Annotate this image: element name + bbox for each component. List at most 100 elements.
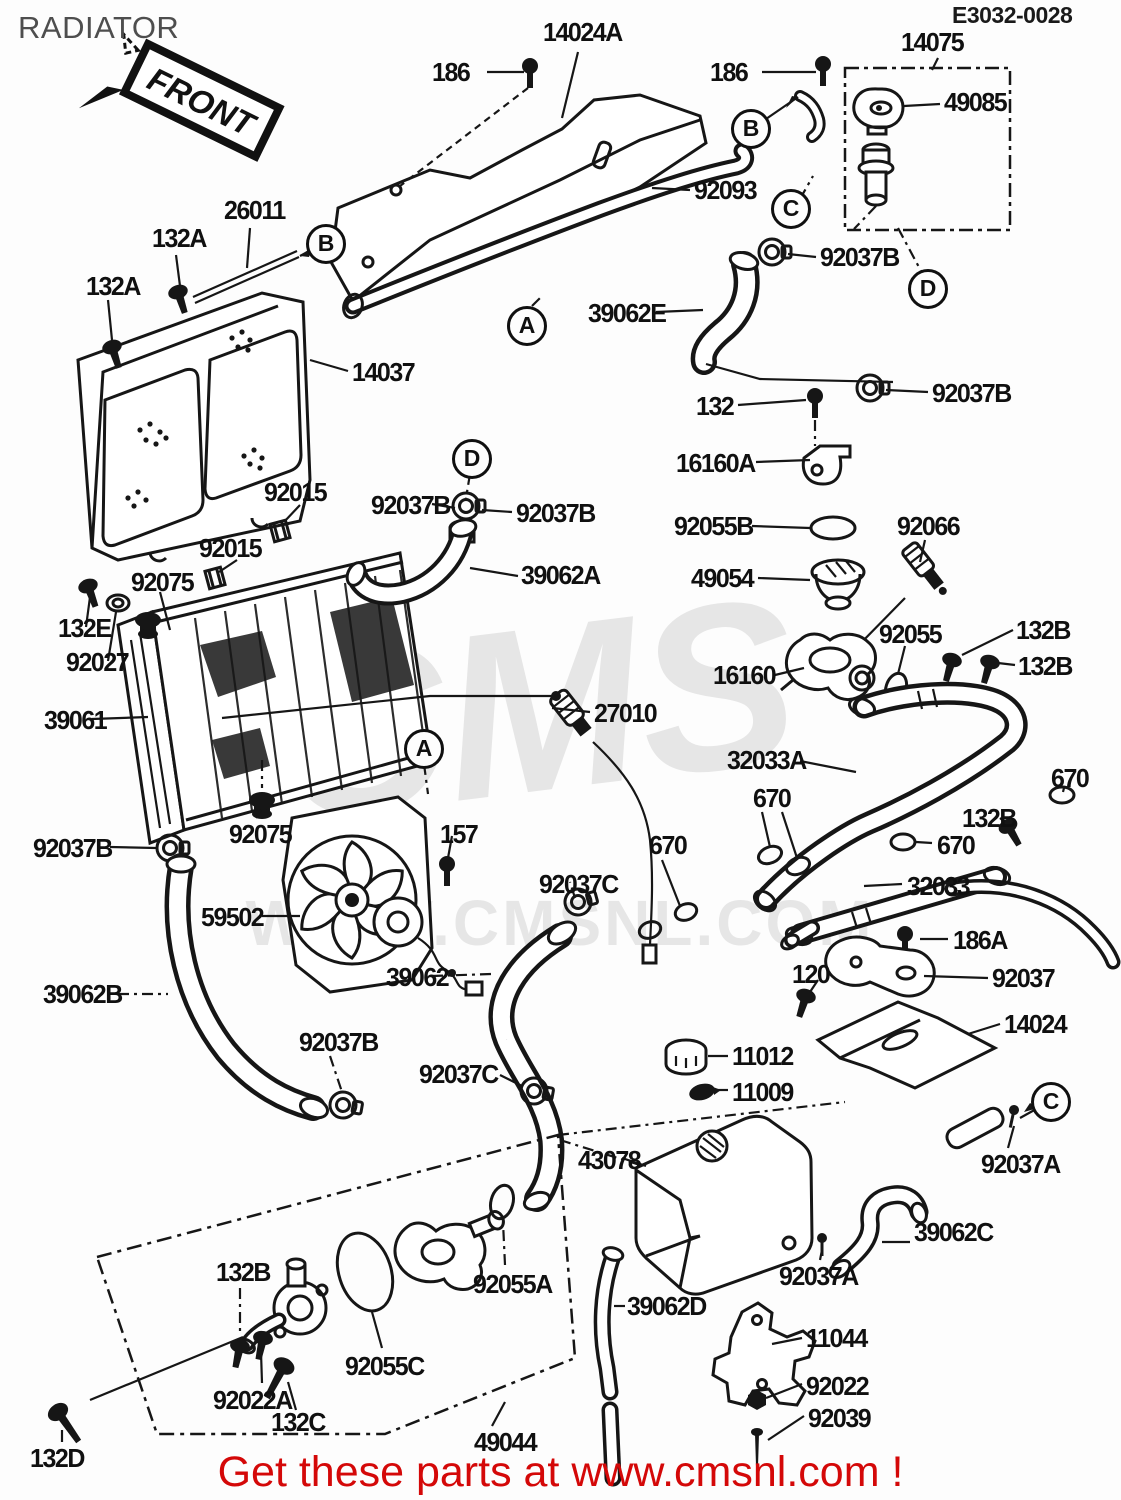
- bracket-plate-14024: [815, 1000, 999, 1090]
- ref-bubble-C: C: [1031, 1082, 1071, 1122]
- part-label-16160A[interactable]: 16160A: [676, 448, 756, 478]
- ref-bubble-D: D: [452, 439, 492, 479]
- part-label-92037B[interactable]: 92037B: [516, 498, 596, 528]
- part-label-92055A[interactable]: 92055A: [473, 1269, 553, 1299]
- part-label-92055C[interactable]: 92055C: [345, 1351, 425, 1381]
- cap-11012: [664, 1038, 708, 1076]
- sensor-92066: [901, 541, 947, 595]
- part-label-92037C[interactable]: 92037C: [539, 869, 619, 899]
- part-label-92066[interactable]: 92066: [897, 511, 961, 541]
- part-label-92015[interactable]: 92015: [264, 477, 328, 507]
- part-label-11044[interactable]: 11044: [806, 1323, 868, 1353]
- part-label-92037B[interactable]: 92037B: [932, 378, 1012, 408]
- part-label-92037B[interactable]: 92037B: [33, 833, 113, 863]
- part-label-92039[interactable]: 92039: [808, 1403, 872, 1433]
- part-label-92037B[interactable]: 92037B: [299, 1027, 379, 1057]
- part-label-59502[interactable]: 59502: [201, 902, 265, 932]
- part-label-132B[interactable]: 132B: [1016, 615, 1071, 645]
- part-label-670[interactable]: 670: [649, 830, 688, 860]
- bracket-11044: [711, 1301, 817, 1407]
- part-label-14024A[interactable]: 14024A: [543, 17, 623, 47]
- part-label-92037C[interactable]: 92037C: [419, 1059, 499, 1089]
- part-label-39062E[interactable]: 39062E: [588, 298, 667, 328]
- part-label-132B[interactable]: 132B: [1018, 651, 1073, 681]
- hose-39062e: [704, 250, 894, 384]
- part-label-14037[interactable]: 14037: [352, 357, 416, 387]
- part-label-120[interactable]: 120: [792, 959, 831, 989]
- water-pump-box-49044: [95, 1100, 846, 1436]
- part-label-92022A[interactable]: 92022A: [213, 1385, 293, 1415]
- part-label-16160[interactable]: 16160: [713, 660, 777, 690]
- leader-lines: [60, 51, 1066, 1442]
- temp-sensor-27010: [221, 688, 658, 965]
- part-label-132D[interactable]: 132D: [30, 1443, 85, 1473]
- part-label-11012[interactable]: 11012: [732, 1041, 794, 1071]
- hose-39062c: [828, 1195, 929, 1280]
- part-label-92037A[interactable]: 92037A: [981, 1149, 1061, 1179]
- tube-piece: [945, 1106, 1005, 1150]
- part-label-11009[interactable]: 11009: [732, 1077, 794, 1107]
- washer-670-c: [889, 832, 917, 852]
- part-label-92022[interactable]: 92022: [806, 1371, 870, 1401]
- ref-bubble-C: C: [771, 189, 811, 229]
- reserve-tank-assembly: [765, 66, 1012, 272]
- footer-promo-link[interactable]: Get these parts at www.cmsnl.com !: [217, 1448, 904, 1496]
- part-label-43078[interactable]: 43078: [578, 1145, 642, 1175]
- part-label-670[interactable]: 670: [753, 783, 792, 813]
- part-label-92015[interactable]: 92015: [199, 533, 263, 563]
- part-label-14075[interactable]: 14075: [901, 27, 965, 57]
- part-label-670[interactable]: 670: [937, 830, 976, 860]
- part-label-39062A[interactable]: 39062A: [521, 560, 601, 590]
- part-label-186[interactable]: 186: [710, 57, 749, 87]
- drawing-code: E3032-0028: [952, 2, 1073, 28]
- part-label-186A[interactable]: 186A: [953, 925, 1008, 955]
- part-label-49054[interactable]: 49054: [691, 563, 755, 593]
- oring-92055a: [488, 1183, 516, 1221]
- hose-39062a: [345, 518, 478, 594]
- part-label-132B[interactable]: 132B: [216, 1257, 271, 1287]
- washer-670-b: [784, 855, 812, 877]
- washer-670-a: [756, 844, 784, 866]
- page-title: RADIATOR: [18, 10, 180, 45]
- part-label-92027[interactable]: 92027: [66, 647, 130, 677]
- reservoir-43078: [559, 1114, 814, 1296]
- part-label-670[interactable]: 670: [1051, 763, 1090, 793]
- part-label-92075[interactable]: 92075: [229, 819, 293, 849]
- part-label-92037B[interactable]: 92037B: [820, 242, 900, 272]
- part-label-39062[interactable]: 39062: [386, 962, 450, 992]
- nut-92022: [748, 1390, 766, 1410]
- part-label-132E[interactable]: 132E: [58, 613, 112, 643]
- part-label-39062B[interactable]: 39062B: [43, 979, 123, 1009]
- part-label-49044[interactable]: 49044: [474, 1427, 538, 1457]
- part-label-92037B[interactable]: 92037B: [371, 490, 451, 520]
- part-label-39062D[interactable]: 39062D: [627, 1291, 707, 1321]
- part-label-92055B[interactable]: 92055B: [674, 511, 754, 541]
- part-label-132A[interactable]: 132A: [86, 271, 141, 301]
- part-label-92037A[interactable]: 92037A: [779, 1261, 859, 1291]
- part-label-92037[interactable]: 92037: [992, 963, 1056, 993]
- part-label-32033A[interactable]: 32033A: [727, 745, 807, 775]
- part-label-39061[interactable]: 39061: [44, 705, 108, 735]
- part-label-132[interactable]: 132: [696, 391, 735, 421]
- part-label-27010[interactable]: 27010: [594, 698, 658, 728]
- pump-cover: [393, 1210, 505, 1291]
- part-label-92093[interactable]: 92093: [694, 175, 758, 205]
- part-label-157[interactable]: 157: [440, 819, 479, 849]
- part-label-132B[interactable]: 132B: [962, 803, 1017, 833]
- part-label-39062C[interactable]: 39062C: [914, 1217, 994, 1247]
- part-label-32033[interactable]: 32033: [907, 871, 971, 901]
- part-label-92075[interactable]: 92075: [131, 567, 195, 597]
- part-label-186[interactable]: 186: [432, 57, 471, 87]
- cooling-fan-59502: [281, 795, 484, 997]
- part-label-14024[interactable]: 14024: [1004, 1009, 1068, 1039]
- part-label-132A[interactable]: 132A: [152, 223, 207, 253]
- ref-bubble-A: A: [507, 306, 547, 346]
- part-label-26011[interactable]: 26011: [224, 195, 286, 225]
- ref-bubble-A: A: [404, 729, 444, 769]
- part-label-49085[interactable]: 49085: [944, 87, 1008, 117]
- part-label-92055[interactable]: 92055: [879, 619, 943, 649]
- part-label-132C[interactable]: 132C: [271, 1407, 326, 1437]
